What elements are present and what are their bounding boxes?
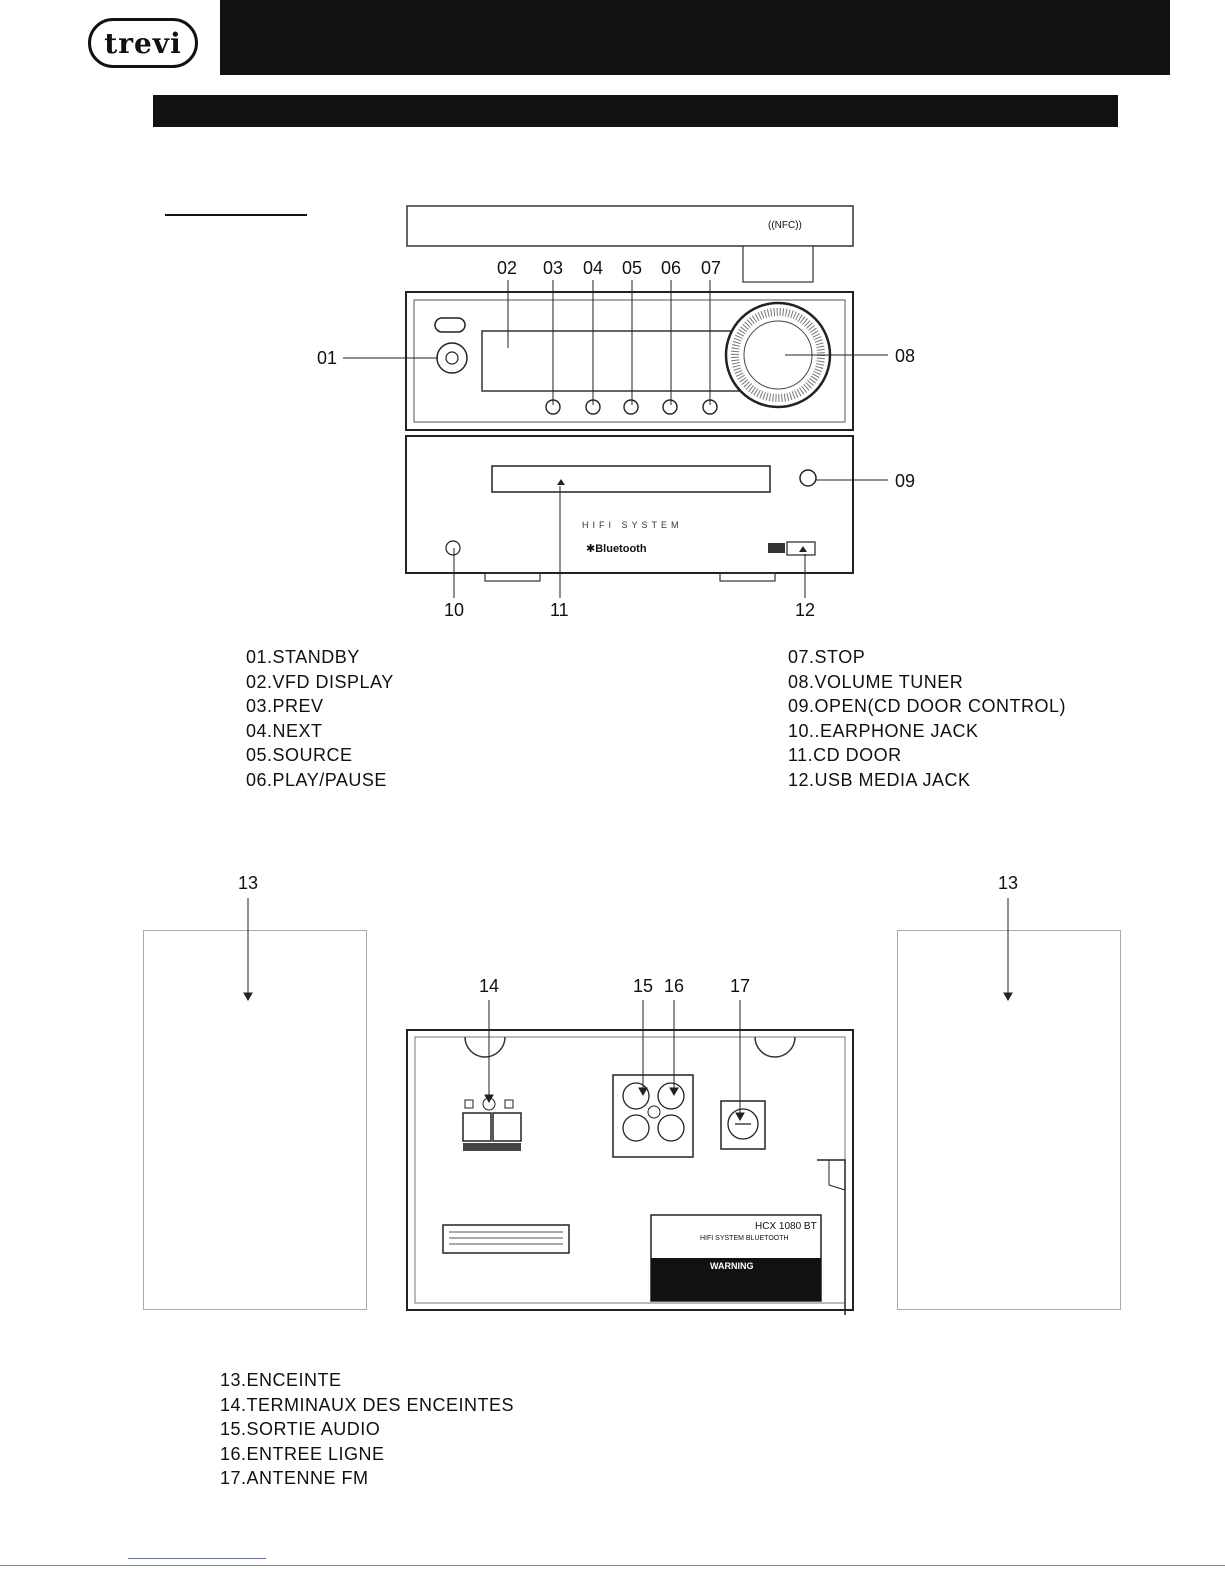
footer-link-underline	[128, 1558, 266, 1559]
legend-item: 12.USB MEDIA JACK	[788, 769, 971, 790]
hifi-label: HIFI SYSTEM	[582, 520, 683, 530]
rear-legend: 13.ENCEINTE 14.TERMINAUX DES ENCEINTES 1…	[220, 1368, 514, 1491]
legend-item: 02.VFD DISPLAY	[246, 671, 394, 692]
legend-item: 07.STOP	[788, 647, 866, 667]
page-bottom-rule	[0, 1565, 1225, 1566]
legend-item: 01.STANDBY	[246, 647, 360, 667]
legend-item: 04.NEXT	[246, 720, 323, 741]
callout-06: 06	[661, 258, 682, 278]
nfc-label: ((NFC))	[768, 220, 802, 231]
callout-13-left: 13	[238, 873, 259, 893]
callout-09: 09	[895, 471, 916, 491]
header-bar	[220, 0, 1170, 75]
callout-11: 11	[550, 600, 569, 620]
front-unit-drawing	[405, 205, 854, 582]
legend-item: 13.ENCEINTE	[220, 1370, 342, 1390]
legend-item: 15.SORTIE AUDIO	[220, 1419, 381, 1439]
bluetooth-label: ✱Bluetooth	[586, 543, 647, 555]
legend-item: 08.VOLUME TUNER	[788, 671, 964, 692]
legend-item: 14.TERMINAUX DES ENCEINTES	[220, 1394, 515, 1415]
heading-underline	[165, 214, 307, 216]
front-leader-lines	[343, 280, 888, 598]
bluetooth-icon: ✱	[586, 543, 596, 555]
section-title-bar	[153, 95, 1118, 127]
front-view-diagram	[300, 200, 950, 630]
callout-15: 15	[633, 976, 654, 996]
speaker-left	[143, 930, 367, 1310]
callout-17: 17	[730, 976, 751, 996]
callout-04: 04	[583, 258, 604, 278]
legend-item: 10..EARPHONE JACK	[788, 720, 979, 741]
rear-unit-drawing	[406, 1029, 854, 1315]
callout-03: 03	[543, 258, 564, 278]
legend-item: 06.PLAY/PAUSE	[246, 769, 387, 790]
legend-item: 11.CD DOOR	[788, 745, 902, 765]
model-label: HCX 1080 BT	[755, 1221, 817, 1232]
trevi-logo: trevi	[88, 18, 198, 68]
callout-07: 07	[701, 258, 722, 278]
front-legend-right: 07.STOP 08.VOLUME TUNER 09.OPEN(CD DOOR …	[788, 645, 1066, 792]
rear-leader-lines	[243, 898, 1013, 1122]
callout-10: 10	[444, 600, 465, 620]
model-sub-label: HIFI SYSTEM BLUETOOTH	[700, 1235, 789, 1242]
rear-view-diagram	[405, 1025, 855, 1315]
legend-item: 17.ANTENNE FM	[220, 1468, 369, 1488]
callout-13-right: 13	[998, 873, 1019, 893]
legend-item: 05.SOURCE	[246, 745, 353, 765]
callout-12: 12	[795, 600, 816, 620]
callout-08: 08	[895, 346, 916, 366]
legend-item: 09.OPEN(CD DOOR CONTROL)	[788, 696, 1067, 716]
callout-01: 01	[317, 348, 338, 368]
callout-05: 05	[622, 258, 643, 278]
callout-02: 02	[497, 258, 518, 278]
front-legend-left: 01.STANDBY 02.VFD DISPLAY 03.PREV 04.NEX…	[246, 645, 394, 792]
legend-item: 16.ENTREE LIGNE	[220, 1443, 385, 1464]
legend-item: 03.PREV	[246, 696, 324, 716]
callout-16: 16	[664, 976, 685, 996]
callout-14: 14	[479, 976, 500, 996]
warning-label: WARNING	[710, 1261, 754, 1271]
